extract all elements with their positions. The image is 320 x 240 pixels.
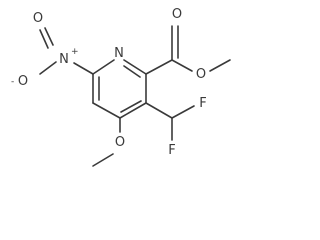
molecule-diagram: N N + O - O O O F F O [11, 7, 231, 167]
atom-nitro-o-bottom: O [18, 74, 28, 89]
bond-c6-nitro-n [73, 62, 94, 75]
bond-chf2-f-top [171, 105, 195, 119]
bond-nitro-n-o-top [39, 29, 49, 49]
atom-f-top: F [199, 96, 206, 111]
atom-ester-o-ether: O [196, 67, 206, 82]
bond-n-c2 [123, 59, 147, 75]
bond-carbonyl-c-ether-o [171, 59, 193, 72]
bond-nitro-n-o-top-double [44, 27, 54, 46]
bond-c3-chf2 [145, 102, 173, 119]
bond-n-c2-inner [123, 65, 141, 78]
bond-c4-c5 [92, 102, 121, 119]
charge-nitro-n: + [71, 47, 79, 57]
atom-nitro-o-top: O [33, 11, 43, 26]
atom-nitro-n: N [59, 52, 69, 67]
atom-f-bottom: F [168, 143, 175, 158]
atom-methoxy-o: O [115, 135, 125, 150]
bond-methoxy-o-methyl [92, 153, 114, 167]
bond-c2-carbonyl-c [145, 59, 173, 75]
atom-ring-n: N [114, 46, 124, 61]
bond-nitro-n-o-bottom [39, 61, 57, 75]
bond-c6-n [92, 59, 115, 75]
bond-c3-c4-inner [120, 100, 142, 113]
charge-nitro-o-bottom: - [11, 77, 14, 87]
atom-ester-o-carbonyl: O [172, 7, 182, 22]
bond-ether-o-methyl [209, 59, 231, 72]
bond-c3-c4 [119, 102, 147, 119]
